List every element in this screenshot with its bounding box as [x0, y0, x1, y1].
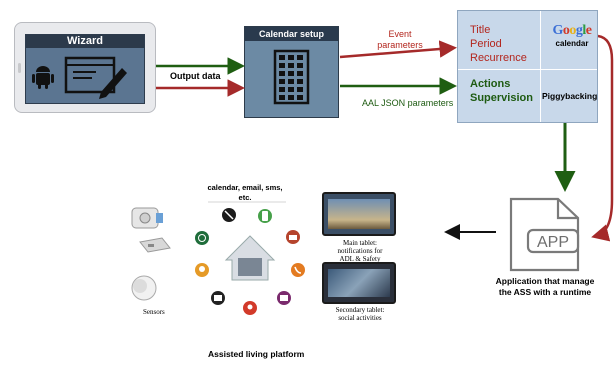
platform-footer-label: Assisted living platform: [208, 349, 305, 359]
lightbulb-icon: [195, 263, 209, 277]
plug-sensor-icon: [131, 207, 163, 229]
android-icon: [32, 66, 54, 89]
phone-icon: [291, 263, 305, 277]
main-tablet-caption: Main tablet: notifications for ADL & Saf…: [337, 239, 383, 263]
services-caption: calendar, email, sms, etc.: [207, 183, 283, 202]
actions-supervision-cell: Actions Supervision: [470, 78, 533, 104]
main-tablet-image: [322, 192, 396, 236]
sensors-illustration: [131, 207, 171, 301]
app-document-icon: APP: [509, 197, 580, 272]
sensors-label: Sensors: [143, 308, 165, 316]
arrow-google-to-app: [591, 34, 614, 242]
wizard-tablet: Wizard: [14, 22, 156, 113]
calendar-grid-icon: [273, 49, 310, 105]
app-icon-text: APP: [537, 234, 569, 251]
alarm-clock-icon: [195, 231, 209, 245]
service-hub-illustration: [195, 201, 305, 315]
calendar-attributes-grid: Title Period Recurrence Google calendar …: [457, 10, 598, 123]
aal-json-label: AAL JSON parameters: [362, 98, 454, 108]
title-period-cell: Title Period Recurrence: [470, 24, 527, 64]
door-sensor-icon: [139, 237, 171, 253]
wizard-screen: Wizard: [25, 34, 145, 104]
calendar-setup-panel: Calendar setup: [244, 26, 339, 118]
calendar-setup-title: Calendar setup: [245, 27, 338, 41]
piggybacking-cell: Piggybacking: [542, 91, 598, 101]
output-data-label: Output data: [170, 71, 221, 81]
event-parameters-label: Event parameters: [377, 29, 423, 50]
motion-sensor-icon: [131, 275, 157, 301]
window-edit-icon: [64, 56, 127, 99]
secondary-tablet-caption: Secondary tablet: social activities: [335, 306, 385, 322]
secondary-tablet-image: [322, 262, 396, 304]
arrow-setup-to-grid-red: [339, 40, 457, 59]
location-icon: [243, 301, 257, 315]
tools-icon: [222, 208, 236, 222]
google-calendar-cell: Google calendar: [548, 23, 596, 48]
mail-icon: [277, 291, 291, 305]
google-logo: Google: [552, 23, 592, 38]
mobile-icon: [258, 209, 272, 223]
photo-icon: [211, 291, 225, 305]
wizard-title: Wizard: [67, 35, 103, 47]
camera-icon: [286, 230, 300, 244]
app-caption: Application that manage the ASS with a r…: [495, 276, 595, 297]
wizard-illustration: [32, 56, 127, 99]
